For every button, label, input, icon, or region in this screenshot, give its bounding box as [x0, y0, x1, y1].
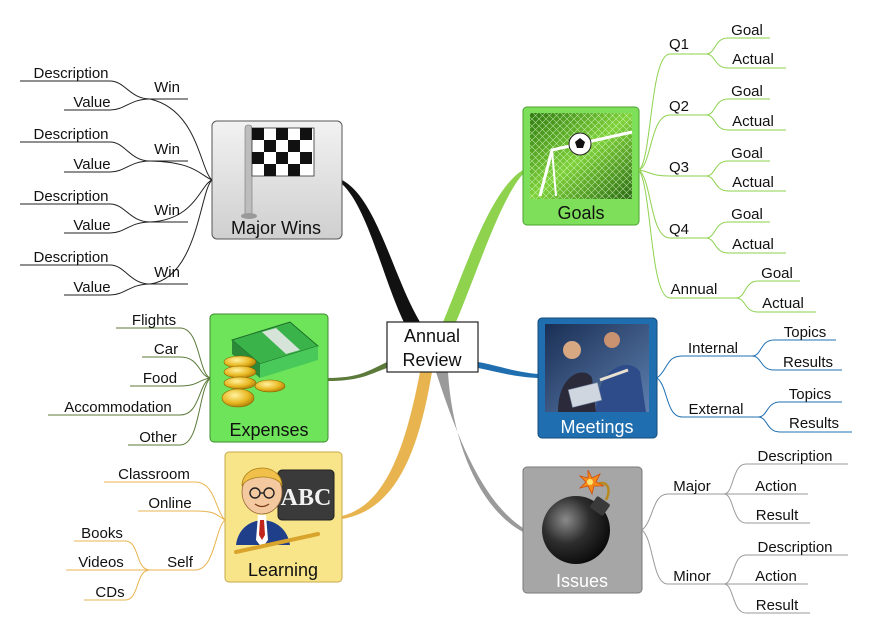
meetings-internal-results[interactable]: Results [783, 354, 833, 371]
expense-flights[interactable]: Flights [132, 312, 176, 329]
learning-title: Learning [248, 560, 318, 580]
bomb-icon [542, 469, 610, 564]
win-2-value[interactable]: Value [73, 156, 110, 173]
learning-cds[interactable]: CDs [95, 584, 124, 601]
learning-classroom[interactable]: Classroom [118, 466, 190, 483]
goals-q2-goal[interactable]: Goal [731, 83, 763, 100]
soccer-goal-icon [530, 113, 633, 199]
expense-accommodation[interactable]: Accommodation [64, 399, 172, 416]
learning-books[interactable]: Books [81, 525, 123, 542]
goals-node[interactable]: Goals [522, 106, 640, 226]
branch-issues [436, 372, 523, 532]
expense-food[interactable]: Food [143, 370, 177, 387]
goals-q2-actual[interactable]: Actual [732, 113, 774, 130]
win-1-value[interactable]: Value [73, 94, 110, 111]
money-stack-icon [221, 321, 320, 408]
central-title-line1: Annual [404, 326, 460, 346]
meetings-external[interactable]: External [688, 401, 743, 418]
win-3-description[interactable]: Description [33, 188, 108, 205]
business-meeting-icon [545, 324, 649, 412]
learning-node[interactable]: ABC Learning [224, 451, 343, 583]
branch-expenses [328, 362, 387, 381]
expense-other[interactable]: Other [139, 429, 177, 446]
goals-q4[interactable]: Q4 [669, 221, 689, 238]
branch-major-wins [342, 180, 428, 334]
win-3-label[interactable]: Win [154, 202, 180, 219]
teacher-icon: ABC [234, 467, 335, 554]
branch-meetings [478, 362, 538, 378]
meetings-internal[interactable]: Internal [688, 340, 738, 357]
goals-annual-goal[interactable]: Goal [761, 265, 793, 282]
goals-q4-actual[interactable]: Actual [732, 236, 774, 253]
issues-title: Issues [556, 571, 608, 591]
goals-q1-goal[interactable]: Goal [731, 22, 763, 39]
issues-node[interactable]: Issues [522, 466, 643, 594]
expenses-title: Expenses [229, 420, 308, 440]
meetings-internal-topics[interactable]: Topics [784, 324, 827, 341]
checkered-flag-icon [241, 124, 315, 219]
goals-q2[interactable]: Q2 [669, 98, 689, 115]
branch-learning [342, 372, 432, 519]
win-2-label[interactable]: Win [154, 141, 180, 158]
svg-text:ABC: ABC [281, 485, 332, 511]
win-3-value[interactable]: Value [73, 217, 110, 234]
goals-connectors [638, 37, 816, 313]
goals-q1-actual[interactable]: Actual [732, 51, 774, 68]
issues-connectors [641, 463, 848, 614]
major-wins-node[interactable]: Major Wins [211, 120, 343, 240]
goals-title: Goals [557, 203, 604, 223]
central-topic[interactable]: Annual Review [386, 321, 479, 373]
goals-q3[interactable]: Q3 [669, 159, 689, 176]
issues-major[interactable]: Major [673, 478, 711, 495]
goals-annual[interactable]: Annual [671, 281, 718, 298]
win-2-description[interactable]: Description [33, 126, 108, 143]
expenses-connectors [48, 327, 211, 446]
meetings-external-topics[interactable]: Topics [789, 386, 832, 403]
issues-minor-result[interactable]: Result [756, 597, 799, 614]
goals-q3-actual[interactable]: Actual [732, 174, 774, 191]
goals-q1[interactable]: Q1 [669, 36, 689, 53]
issues-minor-action[interactable]: Action [755, 568, 797, 585]
major-wins-connectors [20, 80, 213, 296]
meetings-node[interactable]: Meetings [537, 317, 658, 439]
expense-car[interactable]: Car [154, 341, 178, 358]
win-4-label[interactable]: Win [154, 264, 180, 281]
win-4-value[interactable]: Value [73, 279, 110, 296]
learning-connectors [66, 481, 226, 601]
win-1-label[interactable]: Win [154, 79, 180, 96]
issues-major-description[interactable]: Description [757, 448, 832, 465]
goals-annual-actual[interactable]: Actual [762, 295, 804, 312]
win-4-description[interactable]: Description [33, 249, 108, 266]
learning-online[interactable]: Online [148, 495, 191, 512]
learning-self[interactable]: Self [167, 554, 194, 571]
branch-goals [443, 170, 523, 322]
learning-videos[interactable]: Videos [78, 554, 124, 571]
issues-major-action[interactable]: Action [755, 478, 797, 495]
goals-q4-goal[interactable]: Goal [731, 206, 763, 223]
issues-minor[interactable]: Minor [673, 568, 711, 585]
meetings-title: Meetings [560, 417, 633, 437]
issues-major-result[interactable]: Result [756, 507, 799, 524]
win-1-description[interactable]: Description [33, 65, 108, 82]
issues-minor-description[interactable]: Description [757, 539, 832, 556]
meetings-connectors [656, 339, 852, 433]
meetings-external-results[interactable]: Results [789, 415, 839, 432]
goals-q3-goal[interactable]: Goal [731, 145, 763, 162]
expenses-node[interactable]: Expenses [209, 313, 329, 443]
major-wins-title: Major Wins [231, 218, 321, 238]
central-title-line2: Review [402, 350, 462, 370]
